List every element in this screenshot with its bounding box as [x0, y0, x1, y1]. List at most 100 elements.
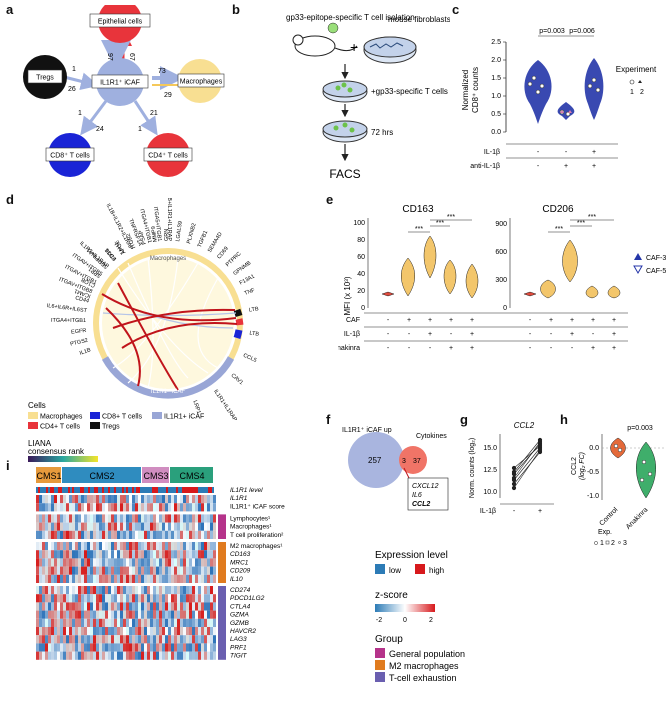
i-heat-cell: [165, 594, 168, 603]
i-heat-cell: [117, 558, 120, 567]
i-heat-cell: [75, 542, 78, 551]
i-heat-cell: [54, 503, 57, 512]
i-heat-cell: [54, 651, 57, 660]
i-heat-cell: [186, 530, 189, 539]
i-heat-cell: [150, 542, 153, 551]
i-heat-cell: [183, 550, 186, 559]
i-heat-cell: [162, 635, 165, 644]
i-heat-cell: [78, 586, 81, 595]
e-cd163-v2: [401, 257, 415, 297]
i-heat-cell: [180, 574, 183, 583]
i-heat-cell: [111, 530, 114, 539]
i-heat-cell: [129, 610, 132, 619]
i-heat-cell: [123, 635, 126, 644]
i-heat-cell: [153, 602, 156, 611]
i-heat-cell: [210, 566, 213, 575]
i-heat-cell: [102, 602, 105, 611]
e-row-label: IL-1β: [344, 331, 360, 338]
i-heat-cell: [51, 594, 54, 603]
i-heat-cell: [132, 566, 135, 575]
i-heat-cell: [213, 602, 216, 611]
e-row-val-cd163: -: [408, 331, 411, 338]
i-heat-cell: [204, 542, 207, 551]
i-heat-cell: [138, 514, 141, 523]
i-heat-cell: [45, 602, 48, 611]
step2-text: +gp33-specific T cells: [371, 87, 448, 96]
i-heat-cell: [204, 602, 207, 611]
i-anno-cell: [88, 487, 90, 493]
i-heat-cell: [162, 530, 165, 539]
d-ring-label-mac: Macrophages: [150, 256, 186, 262]
i-heat-cell: [72, 542, 75, 551]
i-heat-cell: [147, 514, 150, 523]
i-heat-cell: [210, 530, 213, 539]
i-anno-cell: [140, 487, 142, 493]
i-heat-cell: [84, 586, 87, 595]
i-heat-cell: [90, 610, 93, 619]
i-heat-cell: [42, 651, 45, 660]
i-anno-cell: [116, 487, 118, 493]
i-heat-cell: [72, 602, 75, 611]
i-heat-cell: [198, 627, 201, 636]
i-heat-cell: [93, 566, 96, 575]
i-heat-cell: [210, 643, 213, 652]
i-cms-label: CMS1: [36, 471, 61, 481]
c-violin-2: [557, 102, 575, 120]
i-row-label-tx: GZMB: [230, 620, 249, 627]
i-heat-cell: [120, 522, 123, 531]
i-heat-cell: [111, 594, 114, 603]
e-cd206-ytick: 600: [495, 249, 507, 256]
i-heat-cell: [171, 635, 174, 644]
i-heat-cell: [171, 574, 174, 583]
i-heat-cell: [84, 635, 87, 644]
i-heat-cell: [126, 635, 129, 644]
i-heat-cell: [57, 643, 60, 652]
i-heat-cell: [78, 594, 81, 603]
i-heat-cell: [213, 594, 216, 603]
i-heat-cell: [129, 627, 132, 636]
i-heat-cell: [201, 651, 204, 660]
i-heat-cell: [192, 566, 195, 575]
i-heat-cell: [183, 495, 186, 504]
step1b-text: mouse fibroblasts: [388, 15, 450, 24]
i-heat-cell: [87, 558, 90, 567]
i-heat-cell: [84, 651, 87, 660]
i-heat-cell: [102, 610, 105, 619]
i-heat-cell: [108, 566, 111, 575]
i-heat-cell: [126, 522, 129, 531]
i-heat-cell: [168, 522, 171, 531]
i-heat-cell: [144, 495, 147, 504]
count-mac-in: 29: [164, 92, 172, 99]
count-mac-out: 73: [158, 68, 166, 75]
i-heat-cell: [57, 618, 60, 627]
i-heat-cell: [132, 530, 135, 539]
i-anno-cell: [154, 487, 156, 493]
i-heat-cell: [183, 618, 186, 627]
i-heat-cell: [204, 514, 207, 523]
i-heat-cell: [39, 618, 42, 627]
i-heat-cell: [114, 542, 117, 551]
i-heat-cell: [153, 610, 156, 619]
i-heat-cell: [207, 651, 210, 660]
i-heat-cell: [99, 566, 102, 575]
i-heat-cell: [213, 574, 216, 583]
i-heat-cell: [207, 635, 210, 644]
g-pair-line: [513, 443, 541, 475]
h-p: p=0.003: [627, 425, 653, 432]
i-heat-cell: [195, 542, 198, 551]
i-heat-cell: [96, 550, 99, 559]
g-point: [511, 469, 517, 475]
heatmap-legend: Expression level low high z-score -2 0 2…: [375, 550, 465, 683]
i-heat-cell: [66, 550, 69, 559]
i-anno-cell: [86, 487, 88, 493]
i-heat-cell: [114, 503, 117, 512]
e-cd206-title: CD206: [542, 204, 574, 215]
cd8-violin-chart: Normalized CD8⁺ counts 0.00.51.01.52.02.…: [461, 28, 657, 170]
i-heat-cell: [198, 566, 201, 575]
i-heat-cell: [108, 651, 111, 660]
i-heat-cell: [147, 586, 150, 595]
i-heat-cell: [87, 586, 90, 595]
i-heat-cell: [123, 503, 126, 512]
i-heat-cell: [48, 495, 51, 504]
i-heat-cell: [159, 558, 162, 567]
